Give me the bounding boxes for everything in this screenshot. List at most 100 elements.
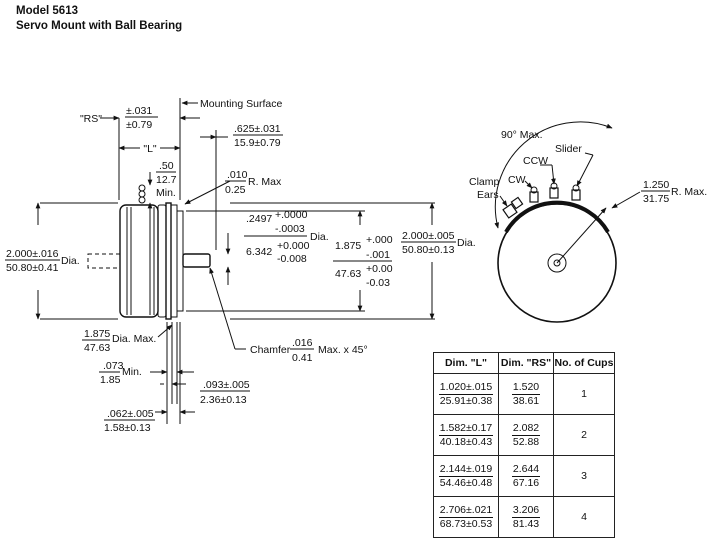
l-mm: 54.46±0.48 [439,476,493,489]
l-mm: 25.91±0.38 [439,394,493,407]
radius-suffix: R. Max [248,176,282,188]
chamfer-in: .016 [292,337,313,349]
min-gap-suffix: Min. [122,366,142,378]
chamfer-mm: 0.41 [292,352,313,364]
cell-cups: 2 [553,414,615,456]
pilot [176,210,184,312]
shaft-center [547,253,567,273]
l-in: 2.144±.019 [438,462,494,477]
model-subtitle: Servo Mount with Ball Bearing [16,20,183,32]
slider-label: Slider [555,143,582,155]
clamp-ears [502,196,524,219]
ear-thick-mm: 1.58±0.13 [104,422,151,434]
body-dia-left-suffix: Dia. [61,255,80,267]
l-mm: 40.18±0.43 [439,435,493,448]
side-view-labels: "RS" ±.031 ±0.79 Mounting Surface .625±.… [5,98,476,434]
rs-mm: 52.88 [512,435,540,448]
min-gap-mm: 1.85 [100,374,121,386]
cell-cups: 3 [553,455,615,497]
shaft-suffix: Dia. [310,231,329,243]
l-in: 2.706±.021 [438,503,494,518]
l-in: 1.020±.015 [438,380,494,395]
max-dia-mm: 47.63 [84,342,110,354]
body-dia-right-suffix: Dia. [457,237,476,249]
pilot-tol-mm-plus: +0.00 [366,263,393,275]
angle-label: 90° Max. [501,129,543,141]
side-view [35,98,435,424]
body-dia-left-mm: 50.80±0.41 [6,262,59,274]
l-in: 1.582±0.17 [438,421,494,436]
rs-mm: 81.43 [512,517,540,530]
front-radius-suffix: R. Max. [671,186,707,198]
clamp-label: Clamp [469,176,500,188]
l-mm: 68.73±0.53 [439,517,493,530]
front-view [494,121,641,323]
rs-in: 1.520 [511,380,541,395]
pilot-mm: 47.63 [335,268,361,280]
cell-cups: 4 [553,496,615,538]
model-title: Model 5613 [16,5,78,17]
pilot-tol-in-plus: +.000 [366,234,393,246]
shaft-in: .2497 [246,213,272,225]
pilot-tol-in-minus: -.001 [366,249,390,261]
header-cups: No. of Cups [553,352,615,374]
ear-height-suffix: Min. [156,187,176,199]
body-dia-right-mm: 50.80±0.13 [402,244,455,256]
title-block: Model 5613 Servo Mount with Ball Bearing [16,4,182,34]
shaft-tol-mm-plus: +0.000 [277,240,310,252]
shaft-tol-in-minus: -.0003 [275,223,305,235]
radius-in: .010 [227,169,248,181]
radius-mm: 0.25 [225,184,246,196]
body-dia-right-in: 2.000±.005 [402,230,455,242]
max-dia-suffix: Dia. Max. [112,333,156,345]
rs-mm: 67.16 [512,476,540,489]
terminal-ccw [549,182,559,199]
ccw-label: CCW [523,155,548,167]
shaft-tol-mm-minus: -0.008 [277,253,307,265]
cup-body [119,204,159,318]
groove-mm: 2.36±0.13 [200,394,247,406]
min-gap-in: .073 [103,360,124,372]
groove-in: .093±.005 [203,379,250,391]
rs-label: "RS" [80,113,102,125]
rs-tol-mm: ±0.79 [126,119,152,131]
shaft [182,253,211,268]
mounting-surface-label: Mounting Surface [200,98,282,110]
rs-tol-in: ±.031 [126,105,152,117]
body-dia-left-in: 2.000±.016 [6,248,59,260]
dimension-table: Dim. "L" Dim. "RS" No. of Cups 1.020±.01… [433,352,615,538]
front-radius-in: 1.250 [643,179,669,191]
terminal-slider [571,184,581,201]
flange-in: .625±.031 [234,123,281,135]
chamfer-suffix: Max. x 45° [318,344,368,356]
header-dim-rs: Dim. "RS" [498,352,554,374]
terminal-cw [529,186,539,203]
ear-height-in: .50 [159,160,174,172]
rs-in: 2.644 [511,462,541,477]
max-dia-in: 1.875 [84,328,110,340]
shaft-mm: 6.342 [246,246,272,258]
flange-mm: 15.9±0.79 [234,137,281,149]
front-view-labels: 90° Max. Slider CCW CW Clamp Ears 1.250 … [469,129,707,205]
cell-cups: 1 [553,373,615,415]
ear-height-mm: 12.7 [156,174,177,186]
chamfer-prefix: Chamfer [250,344,291,356]
rs-in: 3.206 [511,503,541,518]
shaft-tol-in-plus: +.0000 [275,209,308,221]
front-radius-mm: 31.75 [643,193,669,205]
l-label: "L" [143,143,157,155]
cw-label: CW [508,174,526,186]
